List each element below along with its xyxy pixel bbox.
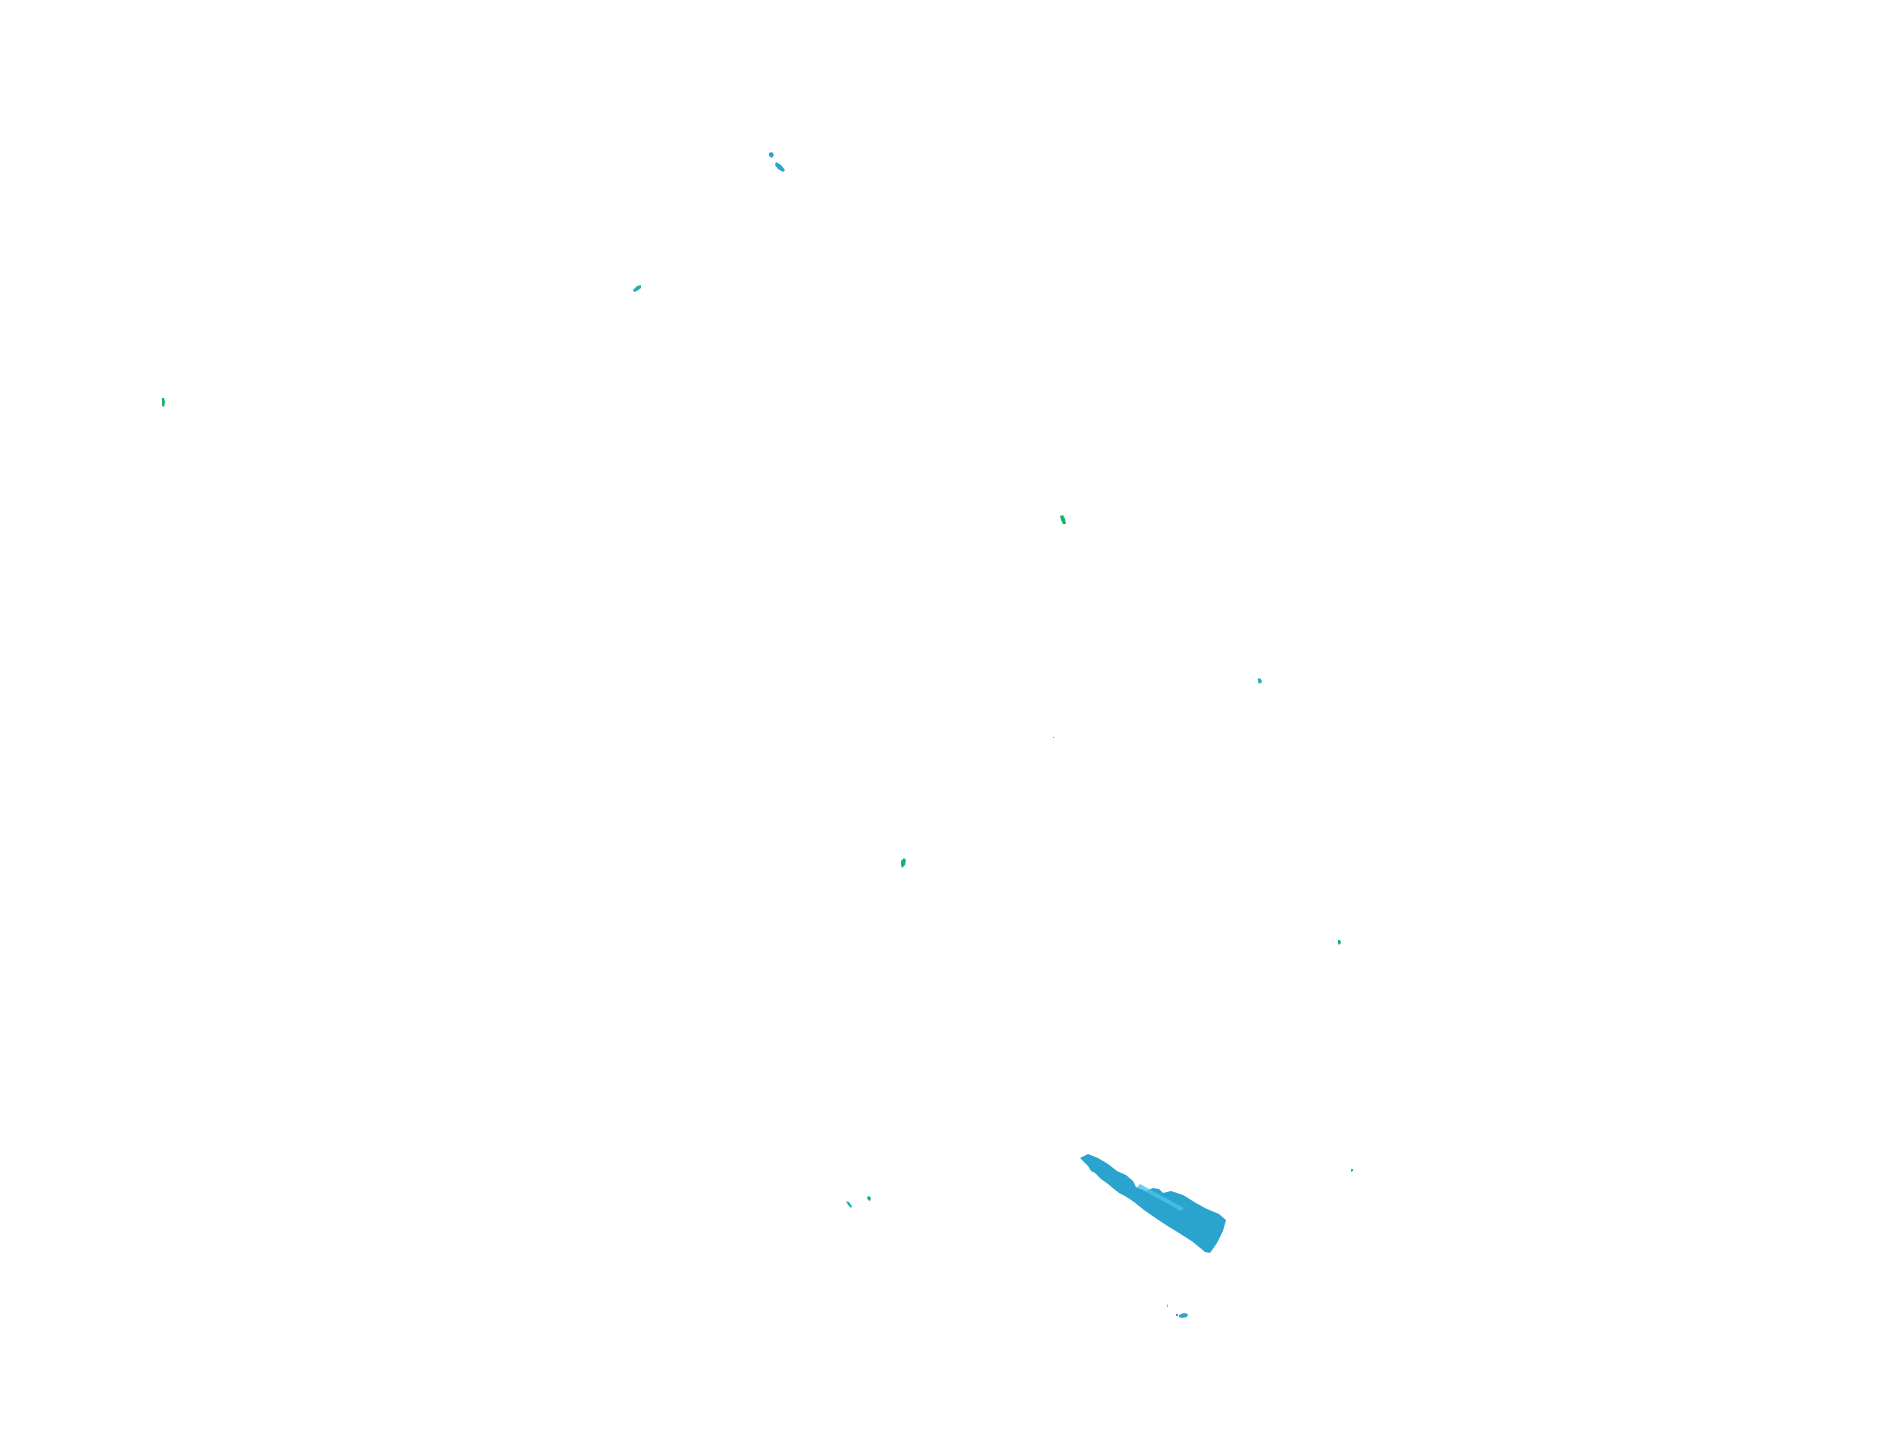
- main-island-shape: [1080, 1154, 1226, 1253]
- islet-shape: [1338, 940, 1341, 945]
- islet-shape: [775, 162, 785, 172]
- islet-shape: [162, 398, 165, 407]
- islet-shape: [1167, 1303, 1168, 1307]
- islet-shape: [1179, 1313, 1188, 1318]
- islet-shape: [1351, 1169, 1353, 1172]
- islet-shape: [901, 858, 906, 868]
- features-layer: [162, 152, 1353, 1318]
- islet-shape: [867, 1196, 871, 1201]
- islet-shape: [1060, 515, 1066, 524]
- main-island-highlight: [1137, 1184, 1184, 1211]
- islet-shape: [1258, 678, 1262, 684]
- islet-shape: [1176, 1314, 1178, 1316]
- islet-shape: [1053, 737, 1054, 738]
- islet-shape: [633, 285, 641, 292]
- islet-shape: [769, 152, 774, 158]
- islet-shape: [846, 1201, 852, 1208]
